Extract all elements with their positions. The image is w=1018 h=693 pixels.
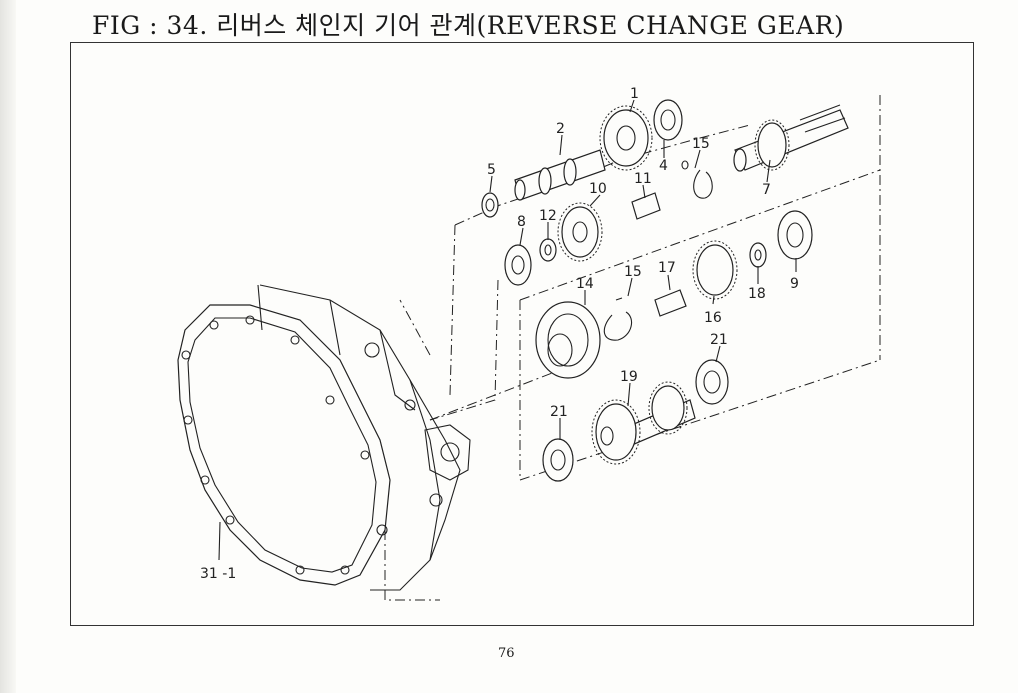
callout-4: 4 (659, 158, 668, 174)
transmission-case (177, 284, 471, 601)
callout-17: 17 (658, 260, 676, 276)
scan-edge (0, 0, 16, 693)
callout-14: 14 (576, 276, 594, 292)
upper-shaft-assembly (481, 99, 849, 218)
callout-11: 11 (634, 171, 652, 187)
callout-7: 7 (762, 182, 771, 198)
callout-labels: 1 2 4 5 7 8 9 10 11 12 14 15 15 16 17 18… (200, 86, 799, 582)
leader-lines (218, 99, 797, 561)
callout-1: 1 (630, 86, 639, 102)
callout-12: 12 (539, 208, 557, 224)
callout-5: 5 (487, 162, 496, 178)
callout-2: 2 (556, 121, 565, 137)
lower-gear-assembly (542, 359, 729, 482)
callout-8: 8 (517, 214, 526, 230)
callout-19: 19 (620, 369, 638, 385)
diagram-frame (70, 42, 974, 626)
callout-9: 9 (790, 276, 799, 292)
callout-21-lower: 21 (550, 404, 568, 420)
callout-31-1: 31 -1 (200, 566, 236, 582)
callout-15-lower: 15 (624, 264, 642, 280)
callout-16: 16 (704, 310, 722, 326)
page-number: 76 (498, 646, 515, 661)
sleeve-assembly (535, 297, 633, 379)
callout-10: 10 (589, 181, 607, 197)
callout-15-upper: 15 (692, 136, 710, 152)
callout-18: 18 (748, 286, 766, 302)
callout-21-upper: 21 (710, 332, 728, 348)
figure-title: FIG : 34. 리버스 체인지 기어 관계(REVERSE CHANGE G… (92, 11, 845, 40)
